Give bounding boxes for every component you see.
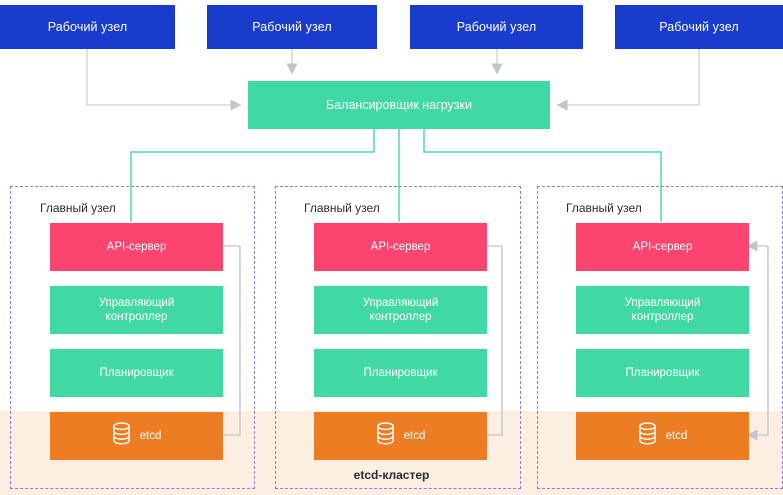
load-balancer-label: Балансировщик нагрузки xyxy=(326,98,472,112)
api-server-box[interactable]: API-сервер xyxy=(314,223,487,271)
database-icon xyxy=(638,422,657,450)
worker-node-label: Рабочий узел xyxy=(47,20,128,34)
scheduler-label: Планировщик xyxy=(625,367,700,379)
etcd-box[interactable]: etcd xyxy=(314,412,487,460)
database-icon xyxy=(112,422,131,450)
api-server-box[interactable]: API-сервер xyxy=(576,223,749,271)
etcd-cluster-label: etcd-кластер xyxy=(353,468,430,482)
load-balancer-box[interactable]: Балансировщик нагрузки xyxy=(248,81,550,129)
etcd-label: etcd xyxy=(665,430,688,442)
etcd-label: etcd xyxy=(403,430,426,442)
etcd-box[interactable]: etcd xyxy=(50,412,223,460)
scheduler-box[interactable]: Планировщик xyxy=(576,349,749,397)
api-server-label: API-сервер xyxy=(632,241,693,253)
worker-node-label: Рабочий узел xyxy=(456,20,537,34)
scheduler-box[interactable]: Планировщик xyxy=(314,349,487,397)
scheduler-box[interactable]: Планировщик xyxy=(50,349,223,397)
master-node-title: Главный узел xyxy=(566,201,642,215)
scheduler-label: Планировщик xyxy=(99,367,174,379)
worker-node-4[interactable]: Рабочий узел xyxy=(615,5,783,49)
connector-worker4-to-lb xyxy=(556,49,700,111)
master-node-title: Главный узел xyxy=(304,201,380,215)
api-server-label: API-сервер xyxy=(106,241,167,253)
worker-node-label: Рабочий узел xyxy=(252,20,332,34)
worker-node-1[interactable]: Рабочий узел xyxy=(0,5,175,49)
api-server-box[interactable]: API-сервер xyxy=(50,223,223,271)
etcd-label: etcd xyxy=(139,430,162,442)
etcd-box[interactable]: etcd xyxy=(576,412,749,460)
api-server-label: API-сервер xyxy=(370,241,431,253)
worker-node-2[interactable]: Рабочий узел xyxy=(207,5,377,49)
scheduler-label: Планировщик xyxy=(363,367,438,379)
connector-worker1-to-lb xyxy=(86,49,242,111)
worker-node-3[interactable]: Рабочий узел xyxy=(410,5,583,49)
master-node-title: Главный узел xyxy=(40,201,116,215)
worker-node-label: Рабочий узел xyxy=(659,20,739,34)
database-icon xyxy=(376,422,395,450)
